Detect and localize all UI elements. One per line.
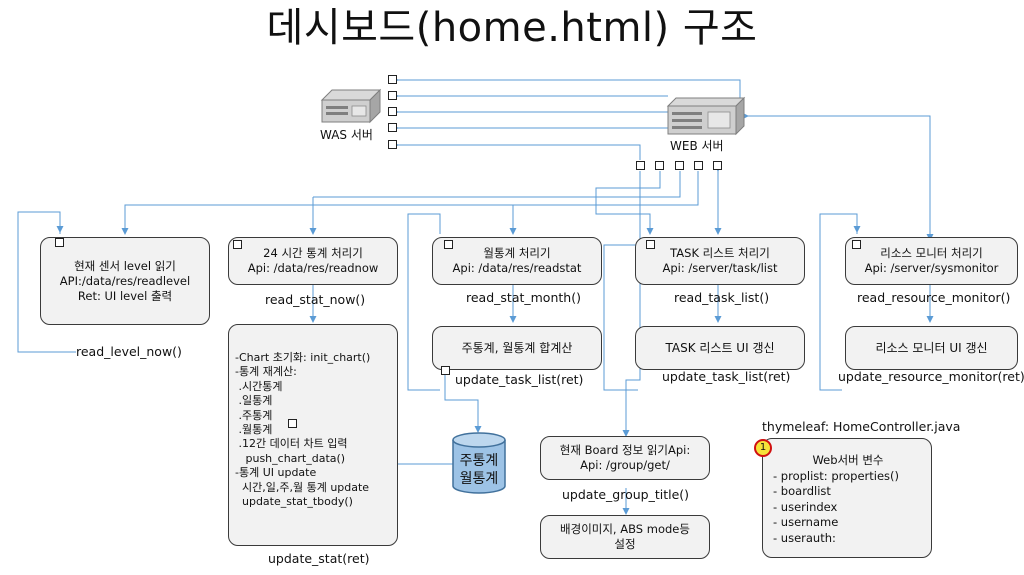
week-month-port	[441, 366, 450, 375]
read-resource-monitor-label: read_resource_monitor()	[857, 290, 1011, 305]
resource-port	[852, 240, 861, 249]
resource-ui-box: 리소스 모니터 UI 갱신	[845, 326, 1018, 370]
was-port	[388, 107, 397, 116]
board-info-box: 현재 Board 정보 읽기Api: Api: /group/get/	[540, 436, 710, 480]
web-port	[655, 161, 664, 170]
was-server-icon	[318, 86, 382, 128]
month-port	[444, 240, 453, 249]
update-resource-monitor-label: update_resource_monitor(ret)	[838, 369, 1024, 384]
update-group-title-label: update_group_title()	[562, 487, 690, 502]
sensor-level-box: 현재 센서 level 읽기 API:/data/res/readlevel R…	[40, 237, 210, 325]
task-list-box: TASK 리스트 처리기 Api: /server/task/list	[635, 237, 805, 285]
was-port	[388, 91, 397, 100]
stat24-port	[233, 240, 242, 249]
update-task-list-label-2: update_task_list(ret)	[662, 369, 791, 384]
sensor-port	[55, 238, 64, 247]
stats-database-icon	[451, 432, 507, 498]
update-stat-label: update_stat(ret)	[268, 551, 370, 566]
web-port	[675, 161, 684, 170]
background-setting-box: 배경이미지, ABS mode등 설정	[540, 515, 710, 559]
page-title: 데시보드(home.html) 구조	[266, 5, 758, 51]
number-badge: 1	[754, 439, 772, 457]
was-port	[388, 140, 397, 149]
stat24-box: 24 시간 통계 처리기 Api: /data/res/readnow	[228, 237, 398, 285]
thymeleaf-title: thymeleaf: HomeController.java	[762, 419, 961, 434]
was-server-label: WAS 서버	[320, 128, 373, 142]
chart-week-port	[288, 419, 297, 428]
chart-update-box: -Chart 초기화: init_chart() -통계 재계산: .시간통계 …	[228, 324, 398, 546]
stats-database-label: 주통계 월통계	[459, 453, 499, 487]
read-stat-month-label: read_stat_month()	[466, 290, 581, 305]
task-ui-box: TASK 리스트 UI 갱신	[635, 326, 805, 370]
was-port	[388, 75, 397, 84]
read-level-now-label: read_level_now()	[76, 344, 182, 359]
thymeleaf-vars-box: Web서버 변수 - proplist: properties() - boar…	[762, 438, 932, 558]
web-server-icon	[664, 96, 748, 140]
web-server-label: WEB 서버	[670, 139, 724, 153]
read-task-list-label: read_task_list()	[674, 290, 770, 305]
task-port	[646, 240, 655, 249]
read-stat-now-label: read_stat_now()	[265, 292, 366, 307]
web-port	[636, 161, 645, 170]
web-port	[713, 161, 722, 170]
web-port	[694, 161, 703, 170]
was-port	[388, 123, 397, 132]
month-stat-box: 월통계 처리기 Api: /data/res/readstat	[432, 237, 602, 285]
resource-monitor-box: 리소스 모니터 처리기 Api: /server/sysmonitor	[845, 237, 1018, 285]
week-month-sum-box: 주통계, 월통계 합계산	[432, 326, 602, 370]
update-task-list-label-1: update_task_list(ret)	[455, 372, 584, 387]
